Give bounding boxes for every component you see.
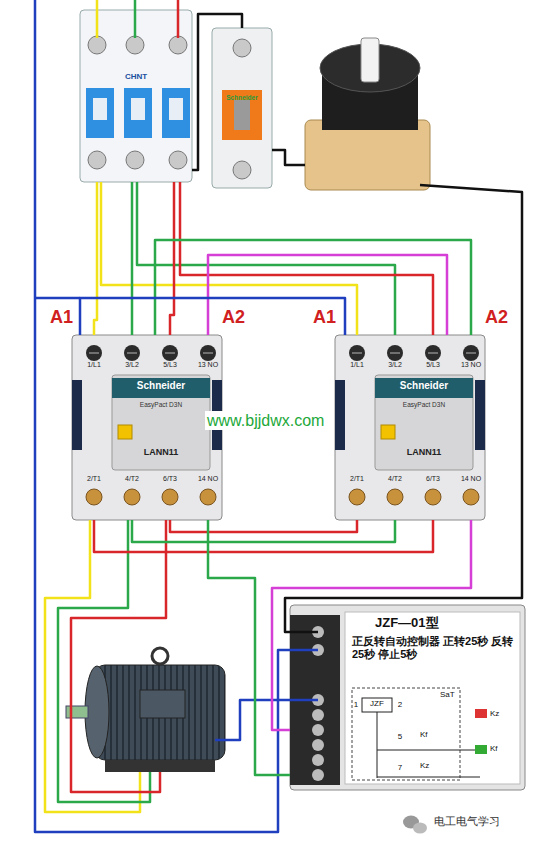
model-label: LANN11 xyxy=(144,447,179,458)
breaker-box: CHNT xyxy=(80,10,192,182)
contactor-body xyxy=(335,335,485,520)
selector-switch xyxy=(305,38,430,190)
terminal-label: 14 NO xyxy=(461,475,481,483)
model-label: EasyPact D3N xyxy=(140,401,182,409)
coil-terminal: A2 xyxy=(485,307,508,329)
timer-box: JZF—01型正反转自动控制器 正转25秒 反转25秒 停止5秒 JZF SaT 1 2… xyxy=(290,605,525,790)
wire xyxy=(170,182,174,335)
model-title: JZF—01型 xyxy=(375,615,439,631)
wire xyxy=(208,255,447,335)
pin-number: 1 xyxy=(354,700,358,710)
terminal-label: 1/L1 xyxy=(87,361,101,369)
pin-number: 5 xyxy=(398,732,402,742)
timer-controller xyxy=(290,605,525,790)
schematic-label: JZF xyxy=(370,699,384,709)
terminal-label: 4/T2 xyxy=(125,475,139,483)
terminal-label: 2/T1 xyxy=(350,475,364,483)
pin-number: 7 xyxy=(398,763,402,773)
wire xyxy=(80,298,345,335)
wire xyxy=(155,240,471,335)
schematic-label: Kz xyxy=(420,761,429,771)
terminal-label: 5/L3 xyxy=(426,361,440,369)
coil-terminal: A2 xyxy=(222,307,245,329)
wire xyxy=(94,520,433,552)
model-label: EasyPact D3N xyxy=(403,401,445,409)
wire xyxy=(137,182,395,335)
pin-number: 2 xyxy=(398,700,402,710)
brand-label: Schneider xyxy=(400,380,448,392)
wire xyxy=(192,14,242,170)
terminal-label: 13 NO xyxy=(198,361,218,369)
coil-terminal: A1 xyxy=(50,307,73,329)
terminal-label: 14 NO xyxy=(198,475,218,483)
brand-label: Schneider xyxy=(226,94,257,102)
schematic-label: Kz xyxy=(490,709,499,719)
terminal-label: 13 NO xyxy=(461,361,481,369)
terminal-label: 2/T1 xyxy=(87,475,101,483)
wire xyxy=(131,182,134,335)
brand-label: Schneider xyxy=(137,380,185,392)
contactor-box: A1A21/L13/L25/L313 NOSchneiderEasyPact D… xyxy=(335,335,485,520)
terminal-label: 4/T2 xyxy=(388,475,402,483)
terminal-label: 6/T3 xyxy=(163,475,177,483)
wire xyxy=(170,520,357,532)
source-label: 电工电气学习 xyxy=(432,815,502,828)
coil-terminal: A1 xyxy=(313,307,336,329)
watermark: www.bjjdwx.com xyxy=(205,411,326,430)
wire xyxy=(94,182,97,335)
wire xyxy=(180,182,433,335)
motor xyxy=(66,648,225,772)
single-pole-breaker xyxy=(212,28,272,188)
wire xyxy=(272,520,471,730)
contactor-body xyxy=(72,335,222,520)
wechat-icon xyxy=(403,816,427,834)
wire xyxy=(208,520,290,775)
terminal-label: 6/T3 xyxy=(426,475,440,483)
description: 正反转自动控制器 正转25秒 反转25秒 停止5秒 xyxy=(352,635,518,661)
schematic-label: Kf xyxy=(420,730,428,740)
terminal-label: 5/L3 xyxy=(163,361,177,369)
terminal-label: 1/L1 xyxy=(350,361,364,369)
terminal-label: 3/L2 xyxy=(388,361,402,369)
contactor-box: A1A21/L13/L25/L313 NOSchneiderEasyPact D… xyxy=(72,335,222,520)
breaker-box: Schneider xyxy=(212,28,272,188)
schematic-label: Kf xyxy=(490,744,498,754)
wire xyxy=(132,520,395,542)
wire xyxy=(101,182,357,335)
terminal-label: 3/L2 xyxy=(125,361,139,369)
schematic-label: SaT xyxy=(440,690,455,700)
model-label: LANN11 xyxy=(407,447,442,458)
wires xyxy=(35,0,522,832)
brand-label: CHNT xyxy=(125,72,147,82)
